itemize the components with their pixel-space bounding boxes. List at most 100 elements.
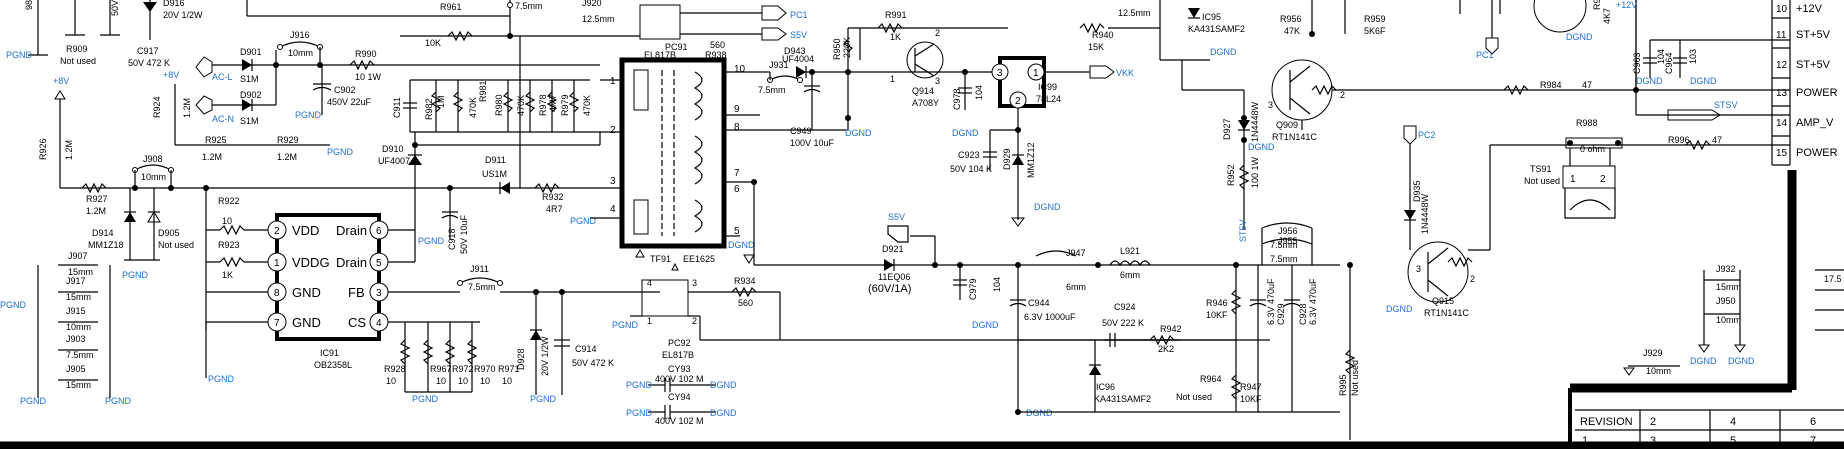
d901-label: D901: [240, 47, 262, 57]
left-section: 986 50V 47 D916 20V 1/2W PGND R909 Not u…: [0, 0, 660, 406]
connector-pin-13: 13: [1776, 88, 1788, 99]
ic91-pin4: 4: [376, 318, 382, 329]
pgnd-net-label-11: PGND: [530, 394, 557, 404]
pgnd-net-label-6: PGND: [327, 147, 354, 157]
revision-header: REVISION: [1580, 416, 1633, 428]
j947-label: J947: [1066, 248, 1086, 258]
revision-cell-r1-1: 4: [1730, 416, 1736, 428]
r925-label: R925: [205, 135, 227, 145]
j917-value: 15mm: [66, 292, 91, 302]
r959-value: 5K6F: [1364, 26, 1386, 36]
r978-label: R978: [538, 94, 548, 116]
c949-value: 100V 10uF: [790, 138, 835, 148]
ic91-value: OB2358L: [314, 360, 352, 370]
r982-label: R982: [424, 98, 434, 120]
r967-value: 10: [436, 376, 446, 386]
q914-pin2: 2: [935, 28, 940, 38]
r964-value: Not used: [1176, 392, 1212, 402]
d935-label: D935: [1412, 180, 1422, 202]
j916-label: J916: [290, 30, 310, 40]
q909-body: [1271, 59, 1333, 121]
r959-label: R959: [1364, 14, 1386, 24]
r982-value: 1M: [436, 95, 446, 108]
r947-label: R947: [1240, 382, 1262, 392]
j903-value: 7.5mm: [66, 350, 94, 360]
tf91-pin5: 5: [734, 226, 740, 237]
r980-value: 470K: [516, 95, 526, 116]
r981-value: 470K: [468, 97, 478, 118]
dgnd-net-label-2: DGND: [710, 380, 737, 390]
pgnd-net-label-15: PGND: [626, 408, 653, 418]
acn-label: AC-N: [212, 114, 234, 124]
r972-label: R972: [452, 364, 474, 374]
pgnd-net-label-13: PGND: [612, 320, 639, 330]
r991-label: R991: [885, 10, 907, 20]
d927-label: D927: [1222, 118, 1232, 140]
pgnd-net-label-4: PGND: [20, 396, 47, 406]
ic91-pin-vddg: VDDG: [292, 255, 330, 270]
q915-label: Q915: [1432, 296, 1454, 306]
c918-label: C918: [447, 228, 457, 250]
l921-value: 6mm: [1120, 270, 1140, 280]
dgnd-net-label-10: DGND: [1248, 142, 1275, 152]
d905-label: D905: [158, 228, 180, 238]
dgnd-net-label-4: DGND: [972, 320, 999, 330]
c923-label: C923: [958, 150, 980, 160]
connector-pin-12: 12: [1776, 60, 1788, 71]
j931-label: J931: [769, 60, 789, 70]
tf91-pin7: 7: [734, 168, 740, 179]
c914-label: C914: [575, 344, 597, 354]
d928-label: D928: [516, 348, 526, 370]
ts91-label: TS91: [1530, 164, 1552, 174]
q915-pin2: 2: [1470, 274, 1475, 284]
r996-label: R996: [1668, 135, 1690, 145]
d902-value: S1M: [240, 116, 259, 126]
revision-cell-r2-0: 1: [1582, 435, 1588, 447]
d910-label: D910: [382, 144, 404, 154]
r978-value: 4M7: [548, 94, 558, 112]
pgnd-net-label-10: PGND: [412, 394, 439, 404]
d943-label: D943: [784, 46, 806, 56]
c929-value: 6.3V 470uF: [1266, 278, 1276, 325]
r940-value: 15K: [1088, 42, 1104, 52]
cy94-label: CY94: [668, 392, 691, 402]
connector-pin-14: 14: [1776, 118, 1788, 129]
connector-pin-10: 10: [1776, 4, 1788, 15]
revision-cell-r2-2: 5: [1730, 435, 1736, 447]
pc92-pin4: 4: [647, 278, 652, 288]
pgnd-net-label-3: PGND: [0, 300, 27, 310]
j950-label: J950: [1716, 296, 1736, 306]
j908-label: J908: [143, 154, 163, 164]
r947-value: 10KF: [1240, 394, 1262, 404]
dgnd-net-label-15: DGND: [1690, 356, 1717, 366]
ic91-pin5: 5: [376, 258, 382, 269]
j911-label: J911: [470, 264, 489, 274]
j956-value: 7.5mm: [1270, 240, 1298, 250]
j907-label: J907: [68, 251, 88, 261]
ic91-pin-gnd1: GND: [292, 285, 321, 300]
vkk-label: VKK: [1116, 68, 1134, 78]
ic91-pin-gnd2: GND: [292, 315, 321, 330]
c923-value: 50V 104 K: [950, 164, 992, 174]
d911-value: US1M: [482, 169, 507, 179]
dgnd-net-label-13: DGND: [1690, 76, 1717, 86]
tf91-transformer: [619, 57, 727, 249]
dgnd-net-label-9: DGND: [1210, 47, 1237, 57]
r996-value: 47: [1712, 135, 1722, 145]
r929-label: R929: [277, 135, 299, 145]
cy93-label: CY93: [668, 364, 691, 374]
dgnd-net-label-1: DGND: [728, 240, 755, 250]
pgnd-net-label-5: PGND: [105, 396, 132, 406]
top-5mm-label: 7.5mm: [515, 1, 543, 11]
r971-value: 10: [502, 376, 512, 386]
ic91-pin-drain2: Drain: [336, 255, 367, 270]
pc2-label: PC2: [1418, 130, 1436, 140]
r995-value: Not used: [1350, 360, 1360, 396]
r903-partial-label: 986: [24, 0, 34, 10]
top-125-label: 12.5mm: [1118, 8, 1151, 18]
right-j1-label: 17.5: [1824, 274, 1842, 284]
connector-pin-10-label: +12V: [1796, 3, 1823, 15]
ic91-pin-fb: FB: [348, 285, 365, 300]
d921-rating: (60V/1A): [868, 283, 911, 295]
